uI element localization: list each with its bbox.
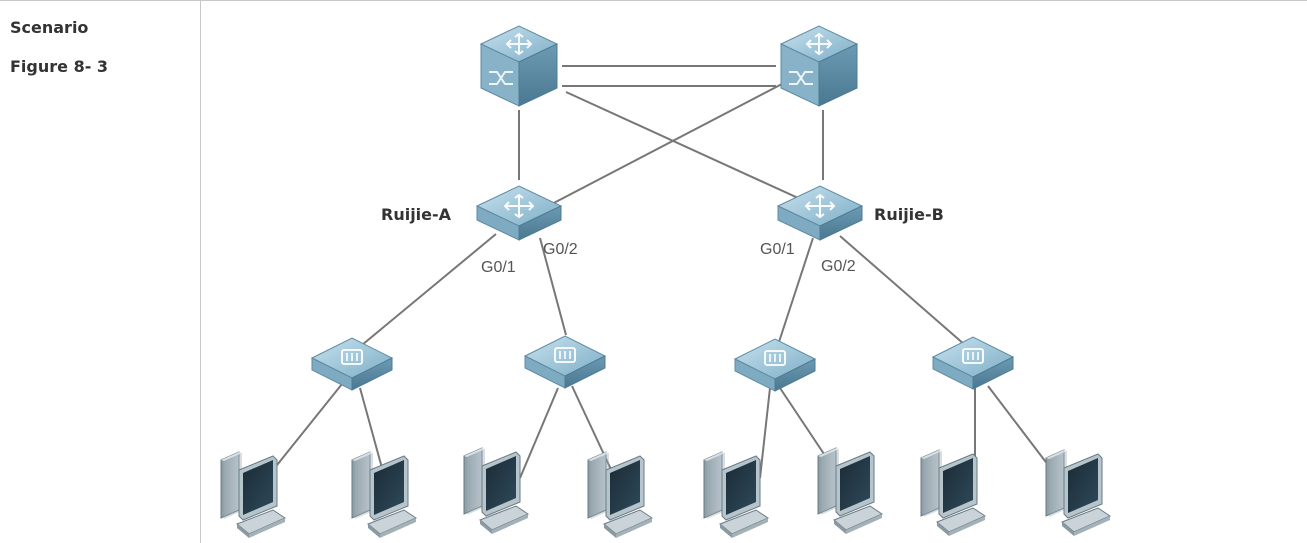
link-b-g02 bbox=[839, 235, 966, 346]
desktop-computer-icon bbox=[463, 447, 529, 535]
desktop-computer-icon bbox=[351, 451, 417, 539]
access-switch-icon bbox=[524, 335, 606, 389]
link-core2-ruijie-a bbox=[547, 83, 783, 207]
link-a-g01 bbox=[361, 233, 497, 346]
column-divider bbox=[200, 0, 201, 543]
link-a-g02 bbox=[539, 237, 567, 336]
core-switch-icon bbox=[780, 25, 858, 107]
scenario-label: Scenario bbox=[10, 18, 89, 37]
core-switch-icon bbox=[480, 25, 558, 107]
desktop-computer-icon bbox=[817, 447, 883, 535]
access-switch-icon bbox=[311, 337, 393, 391]
ruijie-a-port-g02: G0/2 bbox=[543, 241, 578, 258]
ruijie-b-port-g02: G0/2 bbox=[821, 258, 856, 275]
ruijie-b-label: Ruijie-B bbox=[874, 205, 944, 224]
desktop-computer-icon bbox=[703, 451, 769, 539]
link-sw3-pc5 bbox=[759, 387, 771, 479]
link-core1-ruijie-b bbox=[565, 91, 821, 209]
link-sw2-pc3 bbox=[519, 387, 559, 479]
access-switch-icon bbox=[932, 336, 1014, 390]
link-sw1-pc1 bbox=[264, 383, 343, 481]
desktop-computer-icon bbox=[587, 451, 653, 539]
link-b-g01 bbox=[777, 237, 814, 346]
connection-lines bbox=[264, 65, 1059, 481]
access-switch-icon bbox=[734, 338, 816, 392]
desktop-computer-icon bbox=[920, 449, 986, 537]
desktop-computer-icon bbox=[220, 451, 286, 539]
ruijie-a-label: Ruijie-A bbox=[381, 205, 452, 224]
ruijie-a-port-g01: G0/1 bbox=[481, 259, 516, 276]
figure-caption: Figure 8- 3 bbox=[10, 57, 109, 76]
ruijie-b-port-g01: G0/1 bbox=[760, 241, 795, 258]
router-switch-icon bbox=[476, 185, 562, 241]
link-sw1-pc2 bbox=[359, 387, 383, 469]
desktop-computer-icon bbox=[1045, 449, 1111, 537]
table-top-border bbox=[0, 0, 1307, 1]
